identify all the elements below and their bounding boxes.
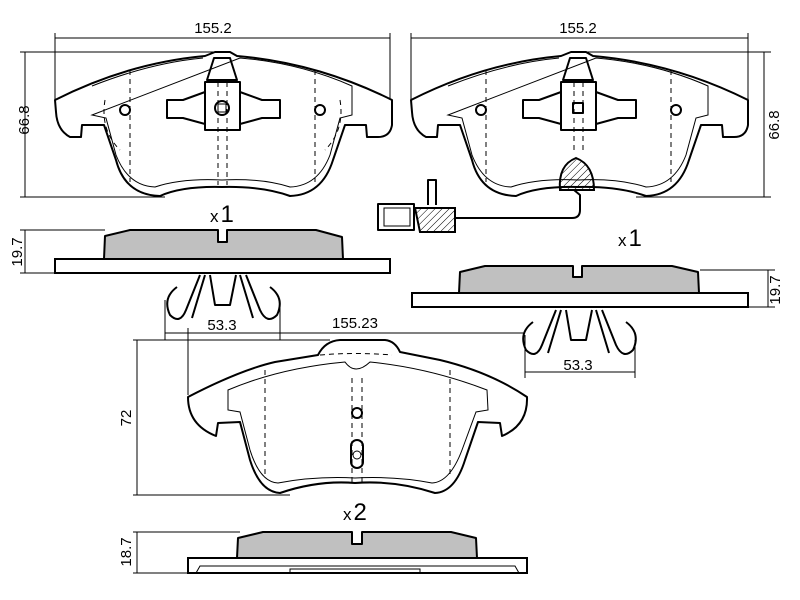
- friction-material: [236, 531, 478, 559]
- friction-material: [103, 229, 344, 260]
- clip-left: 53.3: [164, 274, 281, 340]
- side-view-right: x1 19.7: [411, 225, 784, 308]
- sensor-square: [217, 103, 227, 113]
- thickness-label: 19.7: [767, 275, 784, 304]
- slot: [350, 439, 364, 469]
- connector-boot: [413, 207, 456, 233]
- height-dimension-line: [20, 51, 215, 198]
- friction-outline: [90, 57, 353, 188]
- clip-dimension-line: [524, 335, 636, 378]
- width-dimension-line: [54, 33, 391, 100]
- sensor-connector: [377, 203, 415, 231]
- pad-front-right: 155.2 66.8: [410, 20, 783, 198]
- sensor-wire: [455, 189, 581, 219]
- sensor-clip: [427, 179, 437, 205]
- hidden-lines: [264, 353, 451, 485]
- backplate-outline: [187, 339, 529, 494]
- hole: [351, 407, 363, 419]
- height-label: 66.8: [766, 110, 783, 139]
- hidden-lines: [103, 70, 342, 185]
- clip-right: 53.3: [522, 309, 637, 378]
- pad-front-left: 155.2 66.8: [16, 20, 393, 198]
- hole-left: [119, 104, 131, 116]
- sensor-square: [572, 102, 584, 114]
- hole-right: [314, 104, 326, 116]
- height-dimension-line: [586, 51, 771, 198]
- width-label: 155.2: [194, 20, 232, 37]
- backplate: [54, 258, 391, 274]
- side-view-rear: x2 18.7: [118, 499, 528, 574]
- height-label: 66.8: [16, 105, 33, 134]
- backplate: [411, 292, 749, 308]
- slot-pin: [352, 450, 362, 460]
- quantity-label: x1: [618, 225, 642, 252]
- height-dimension-line: [133, 339, 330, 496]
- sensor-probe: [558, 156, 596, 191]
- thickness-dimension-line: [20, 229, 105, 274]
- hole-right: [670, 104, 682, 116]
- side-view-left: x1 19.7: [9, 201, 391, 274]
- spring-clip: [166, 274, 281, 320]
- thickness-dimension-line: [700, 269, 775, 308]
- connector-inner: [383, 207, 411, 227]
- width-label: 155.2: [559, 20, 597, 37]
- hole-left: [475, 104, 487, 116]
- clip-width-label: 53.3: [563, 357, 592, 374]
- height-label: 72: [118, 410, 135, 427]
- friction-material: [458, 265, 700, 294]
- backplate-outline: [54, 51, 393, 197]
- quantity-label: x1: [210, 201, 234, 228]
- center-bracket: [166, 57, 281, 131]
- center-bracket: [522, 57, 637, 131]
- wear-sensor: [377, 156, 596, 233]
- friction-outline: [446, 57, 709, 188]
- thickness-label: 18.7: [118, 537, 135, 566]
- width-dimension-line: [187, 328, 525, 395]
- spring-clip: [522, 309, 637, 355]
- thickness-label: 19.7: [9, 237, 26, 266]
- backplate-detail: [195, 565, 520, 574]
- friction-outline: [227, 361, 489, 484]
- width-dimension-line: [410, 33, 749, 100]
- width-label: 155.23: [332, 315, 378, 332]
- clip-width-label: 53.3: [207, 317, 236, 334]
- thickness-dimension-line: [133, 531, 240, 574]
- quantity-label: x2: [343, 499, 367, 526]
- pad-rear: 155.23 72: [118, 315, 529, 496]
- hidden-lines: [485, 70, 672, 182]
- backplate-outline: [410, 51, 749, 197]
- sensor-mount: [214, 100, 230, 116]
